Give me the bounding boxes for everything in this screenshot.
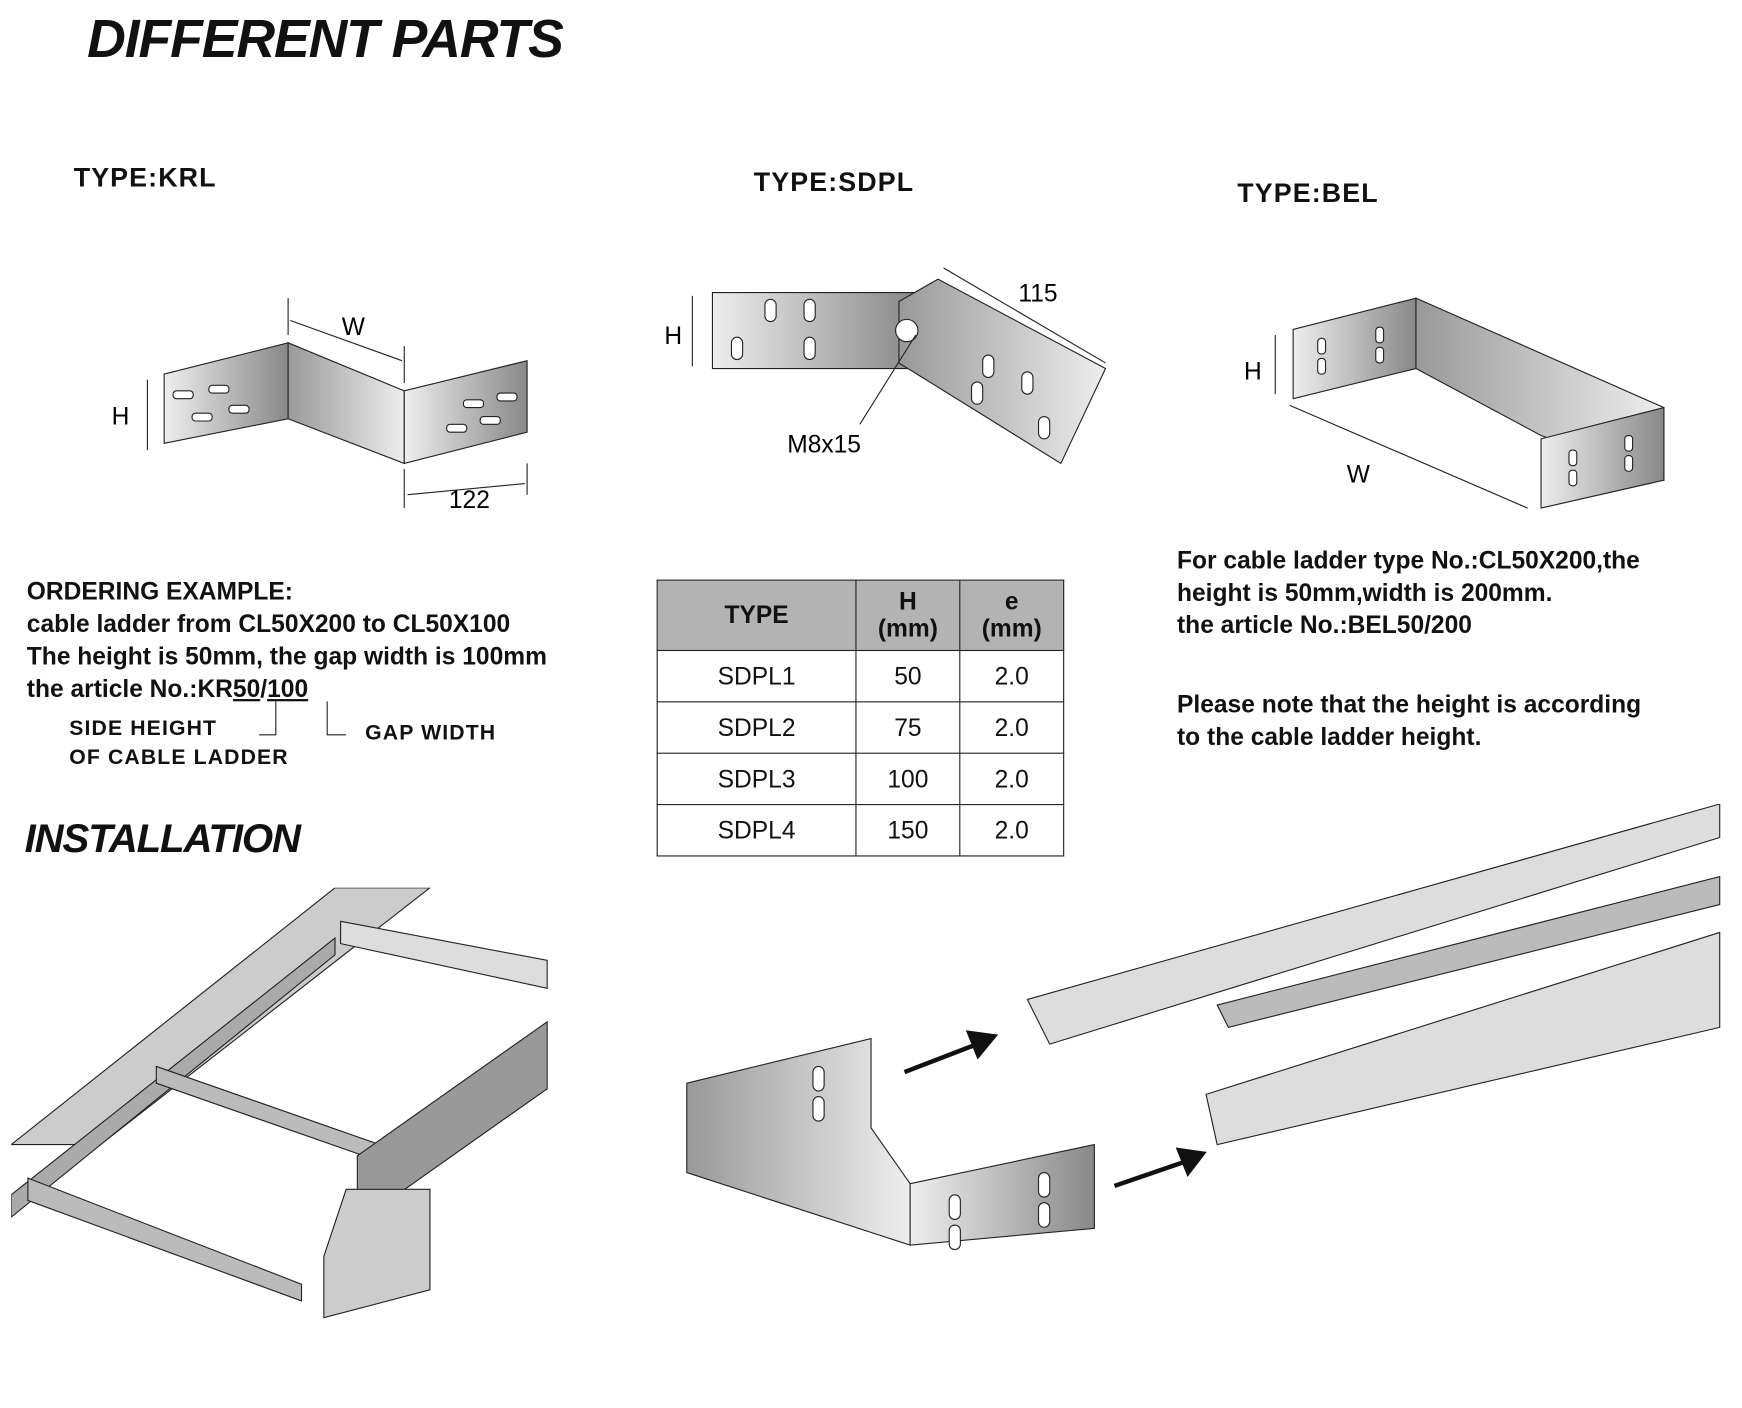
type-sdpl-label: TYPE:SDPL [753,167,915,198]
side-height-text: SIDE HEIGHT [69,716,218,741]
page-title: DIFFERENT PARTS [87,10,564,70]
sdpl-bolt-label: M8x15 [787,431,861,458]
ordering-heading: ORDERING EXAMPLE: [26,577,293,606]
krl-diagram: H W 122 [112,298,528,514]
ordering-line2: The height is 50mm, the gap width is 100… [26,642,547,671]
type-bel-label: TYPE:BEL [1237,178,1379,209]
article-sep: / [260,674,268,703]
bel-note-line: Please note that the height is according [1177,690,1642,719]
side-height-label: SIDE HEIGHT OF CABLE LADDER [69,715,289,773]
bel-w-label: W [1347,461,1371,488]
krl-h-label: H [112,403,130,430]
article-prefix: the article No.:KR [26,674,233,703]
ordering-line3: the article No.:KR50/100 [27,672,547,704]
th-h: H(mm) [855,579,961,652]
ordering-example: ORDERING EXAMPLE: cable ladder from CL50… [27,575,547,705]
installation-bel-illustration [686,804,1721,1251]
type-krl-label: TYPE:KRL [73,163,217,194]
bel-note: For cable ladder type No.:CL50X200,the h… [1177,544,1641,753]
th-type: TYPE [656,579,857,652]
gap-width-label: GAP WIDTH [365,721,497,745]
krl-w-label: W [342,314,366,341]
ordering-arrows [259,701,347,736]
installation-ladder-illustration [11,887,548,1319]
bel-note-line: the article No.:BEL50/200 [1177,610,1472,639]
sdpl-diagram: H 115 M8x15 [664,267,1107,465]
krl-length-label: 122 [449,487,490,514]
sdpl-length-label: 115 [1018,281,1057,308]
article-width: 100 [267,674,309,703]
bel-diagram: H W [1244,297,1665,509]
bel-note-line: to the cable ladder height. [1177,722,1482,751]
th-e: e(mm) [959,579,1065,652]
bel-note-line: height is 50mm,width is 200mm. [1177,578,1553,607]
side-height-text2: OF CABLE LADDER [69,745,289,770]
bel-h-label: H [1244,359,1262,386]
bel-note-line: For cable ladder type No.:CL50X200,the [1177,546,1640,574]
sdpl-h-label: H [664,323,682,350]
article-height: 50 [232,674,261,703]
installation-heading: INSTALLATION [24,815,302,861]
ordering-line1: cable ladder from CL50X200 to CL50X100 [26,609,511,638]
